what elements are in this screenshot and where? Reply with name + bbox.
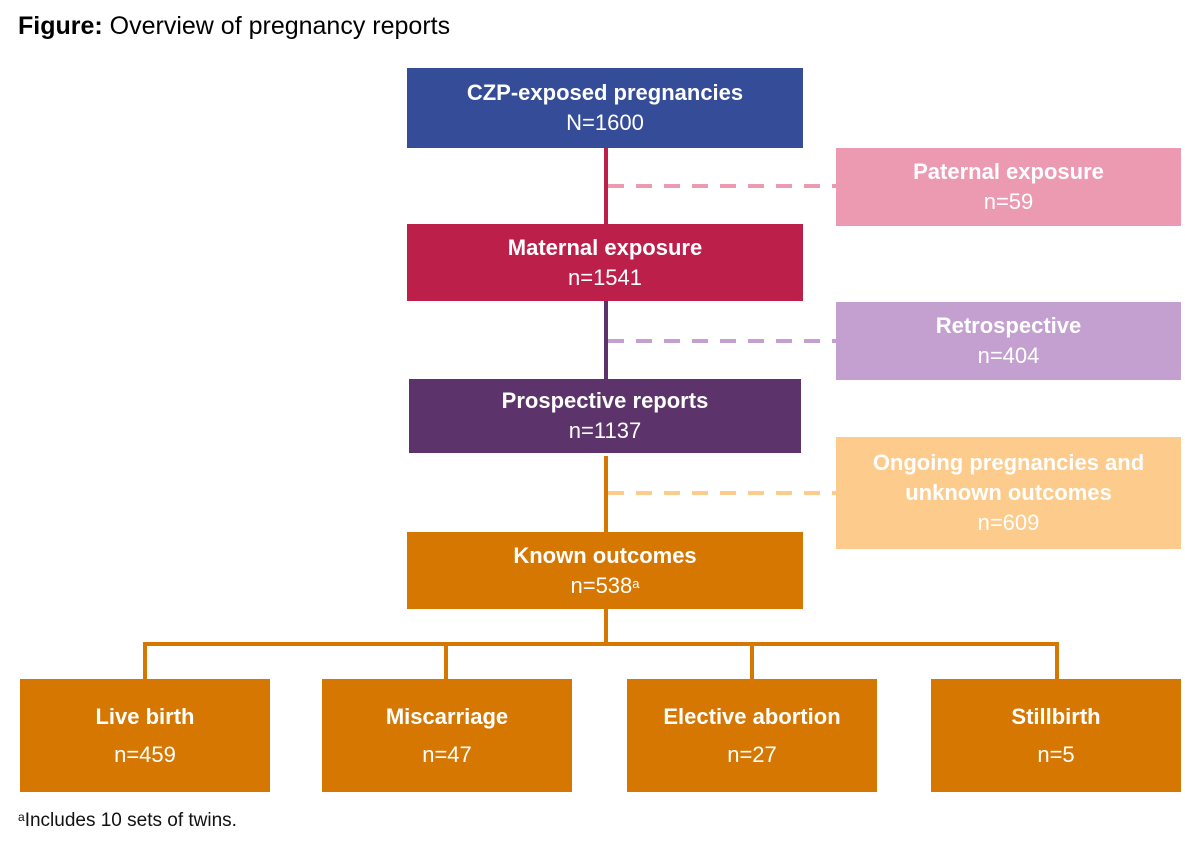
dashed-connector-ongoing bbox=[608, 491, 836, 495]
node-label-line1: Ongoing pregnancies and bbox=[872, 450, 1145, 475]
node-label: CZP-exposed pregnancies bbox=[466, 80, 744, 105]
node-label-line2: unknown outcomes bbox=[905, 480, 1112, 505]
node-count: n=5 bbox=[1037, 741, 1075, 767]
node-known-outcomes: Known outcomes n=538a bbox=[407, 532, 803, 609]
node-count: n=59 bbox=[983, 189, 1034, 214]
node-count: n=47 bbox=[422, 741, 472, 767]
figure-title-bold: Figure: bbox=[18, 12, 103, 40]
dashed-connector-retrospective bbox=[608, 339, 836, 343]
node-label: Maternal exposure bbox=[507, 234, 703, 260]
node-label: Miscarriage bbox=[385, 703, 509, 729]
connector-czp-maternal bbox=[604, 148, 608, 224]
node-label: Retrospective bbox=[935, 313, 1082, 338]
node-maternal-exposure: Maternal exposure n=1541 bbox=[407, 224, 803, 301]
node-label: Known outcomes bbox=[513, 542, 697, 568]
node-label: Live birth bbox=[95, 703, 195, 729]
branch-drop-elective-abortion bbox=[750, 642, 754, 679]
node-label: Prospective reports bbox=[501, 388, 709, 413]
node-label: Paternal exposure bbox=[913, 159, 1104, 184]
node-live-birth: Live birth n=459 bbox=[20, 679, 270, 792]
node-elective-abortion: Elective abortion n=27 bbox=[627, 679, 877, 792]
node-count: n=459 bbox=[114, 741, 176, 767]
node-count: n=609 bbox=[977, 510, 1040, 535]
footnote-text: Includes 10 sets of twins. bbox=[24, 810, 237, 831]
node-stillbirth: Stillbirth n=5 bbox=[931, 679, 1181, 792]
node-retrospective: Retrospective n=404 bbox=[836, 302, 1181, 380]
branch-drop-live-birth bbox=[143, 642, 147, 679]
figure-title: Figure: Overview of pregnancy reports bbox=[18, 12, 450, 41]
node-count: N=1600 bbox=[566, 110, 644, 135]
dashed-connector-paternal bbox=[608, 184, 836, 188]
branch-line bbox=[143, 642, 1059, 646]
node-czp-exposed: CZP-exposed pregnancies N=1600 bbox=[407, 68, 803, 148]
node-prospective-reports: Prospective reports n=1137 bbox=[409, 379, 801, 453]
node-paternal-exposure: Paternal exposure n=59 bbox=[836, 148, 1181, 226]
node-count: n=538a bbox=[570, 571, 639, 601]
footnote-marker: a bbox=[632, 575, 640, 591]
node-ongoing-unknown: Ongoing pregnancies and unknown outcomes… bbox=[836, 437, 1181, 549]
node-count: n=27 bbox=[727, 741, 777, 767]
footnote: aIncludes 10 sets of twins. bbox=[18, 810, 237, 832]
branch-drop-stillbirth bbox=[1055, 642, 1059, 679]
node-label: Stillbirth bbox=[1011, 703, 1101, 729]
node-count-value: n=538 bbox=[570, 572, 633, 598]
figure-title-text: Overview of pregnancy reports bbox=[102, 12, 451, 40]
footnote-marker: a bbox=[18, 810, 25, 824]
connector-prospective-known bbox=[604, 456, 608, 532]
connector-known-branch bbox=[604, 609, 608, 643]
node-count: n=404 bbox=[977, 343, 1040, 368]
connector-maternal-prospective bbox=[604, 301, 608, 379]
node-label: Elective abortion bbox=[663, 703, 841, 729]
node-miscarriage: Miscarriage n=47 bbox=[322, 679, 572, 792]
node-count: n=1541 bbox=[567, 264, 643, 290]
node-count: n=1137 bbox=[568, 418, 642, 443]
branch-drop-miscarriage bbox=[444, 642, 448, 679]
